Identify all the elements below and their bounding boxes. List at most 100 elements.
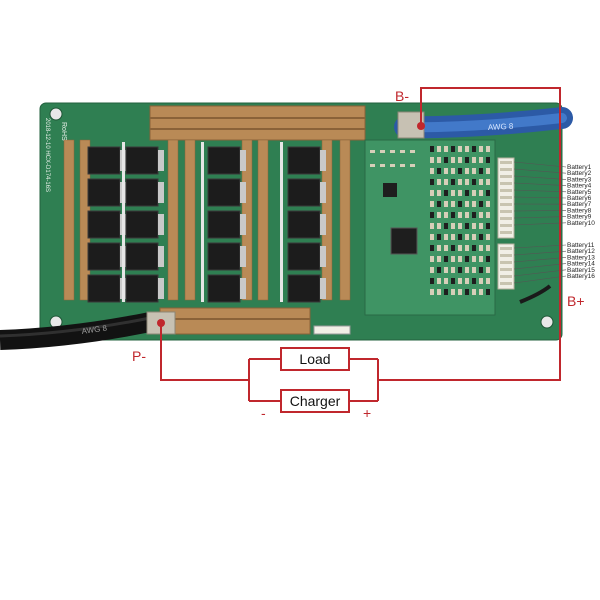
smd-part [486,256,490,262]
smd-part [458,245,462,251]
smd-part [437,223,441,229]
battery-tap-label: Battery10 [567,220,595,227]
smd-part [479,146,483,152]
mosfet [125,146,164,175]
mosfet [207,178,246,207]
smd-part [458,190,462,196]
smd-part [451,245,455,251]
smd-part [479,201,483,207]
mosfet [87,210,126,239]
smd-part [444,212,448,218]
mosfet [87,274,126,303]
smd-part [458,223,462,229]
tap-lead [513,250,567,256]
smd-part [430,157,434,163]
smd-part [390,150,395,153]
mosfet [125,274,164,303]
smd-part [465,201,469,207]
smd-part [472,234,476,240]
smd-part [451,168,455,174]
smd-part [472,278,476,284]
smd-part [451,212,455,218]
comm-connector [313,325,351,335]
copper-strips [63,139,351,301]
smd-part [410,164,415,167]
mount-hole [540,315,554,329]
connector-pin [500,224,512,227]
smd-part [486,146,490,152]
smd-part [465,267,469,273]
smd-part [465,256,469,262]
smd-part [370,150,375,153]
smd-part [479,212,483,218]
load-label: Load [299,351,330,367]
p-minus-wire [160,323,249,381]
connector-pin [500,161,512,164]
smd-part [472,223,476,229]
heatsink-strip [201,142,204,302]
smd-part [465,245,469,251]
smd-part [465,168,469,174]
tap-lead [513,216,567,219]
smd-part [458,212,462,218]
smd-part [444,157,448,163]
smd-part [472,157,476,163]
smd-part [486,190,490,196]
tap-lead [513,175,567,180]
tap-lead [513,161,567,168]
smd-part [437,289,441,295]
tap-lead [513,168,567,174]
mosfet [287,178,326,207]
smd-part [430,234,434,240]
smd-part [486,201,490,207]
charger-negative-sign: - [261,405,266,421]
smd-part [451,267,455,273]
smd-part [451,190,455,196]
mosfet [287,242,326,271]
smd-part [458,267,462,273]
heatsink-strip [280,142,283,302]
afe-chip [383,183,397,197]
smd-part [472,267,476,273]
smd-part [430,190,434,196]
smd-part [437,212,441,218]
connector-pin [500,217,512,220]
smd-part [380,164,385,167]
battery-tap-label: Battery15 [567,267,595,274]
smd-part [451,278,455,284]
tap-lead [513,189,567,193]
battery-tap-label: Battery6 [567,195,592,202]
battery-tap-label: Battery7 [567,201,592,208]
smd-part [430,245,434,251]
mosfet [207,242,246,271]
smd-part [465,234,469,240]
smd-part [458,179,462,185]
smd-part [430,179,434,185]
mosfet [125,178,164,207]
smd-part [380,150,385,153]
battery-tap-label: Battery11 [567,242,595,249]
smd-part [451,256,455,262]
smd-part [444,256,448,262]
smd-part [444,179,448,185]
smd-part [444,223,448,229]
mosfet [125,210,164,239]
smd-part [472,146,476,152]
copper-busbar-top [149,105,366,141]
smd-part [444,278,448,284]
smd-part [472,256,476,262]
smd-part [430,278,434,284]
pcb-board: RoHS 2018-12-10 HCX-D174-16S [39,102,563,341]
smd-part [472,289,476,295]
silkscreen-board-id: 2018-12-10 HCX-D174-16S [44,118,50,192]
smd-part [437,201,441,207]
blue-cable-print: AWG 8 [488,122,514,132]
smd-part [472,245,476,251]
smd-part [437,267,441,273]
tap-lead [513,275,567,284]
battery-tap-label: Battery1 [567,164,592,171]
smd-part [465,190,469,196]
smd-part [486,168,490,174]
smd-part [472,201,476,207]
smd-part [465,146,469,152]
